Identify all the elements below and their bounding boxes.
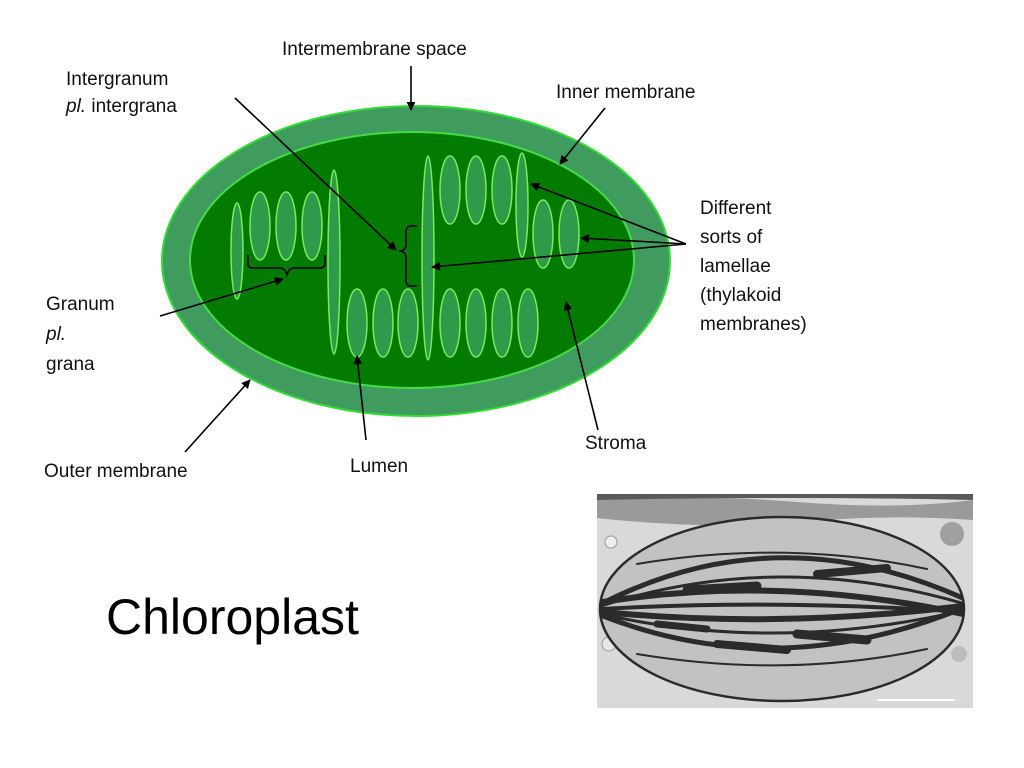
- pointer-arrows: [159, 66, 687, 453]
- arrow-lumen: [353, 355, 367, 441]
- label-lamellae-line: (thylakoid: [700, 285, 781, 306]
- arrow-lamellae-1: [530, 182, 687, 245]
- arrow-inner-membrane: [559, 107, 606, 165]
- thylakoid-disc: [517, 288, 539, 358]
- thylakoid-disc: [301, 191, 323, 261]
- thylakoid-disc: [532, 199, 554, 269]
- thylakoid-disc: [465, 155, 487, 225]
- arrow-intergranum: [234, 97, 397, 251]
- thylakoid-disc: [558, 199, 580, 269]
- thylakoid-disc: [275, 191, 297, 261]
- label-intergranum-plural: pl. intergrana: [65, 96, 177, 117]
- label-outer-membrane: Outer membrane: [44, 461, 188, 482]
- label-lamellae-line: Different: [700, 198, 772, 219]
- thylakoid-disc: [491, 155, 513, 225]
- label-intergranum-plural-word: intergrana: [86, 96, 177, 117]
- label-inner-membrane: Inner membrane: [556, 82, 695, 103]
- stroma-lamella: [421, 155, 435, 361]
- thylakoid-disc: [439, 288, 461, 358]
- thylakoid-disc: [230, 202, 244, 300]
- arrow-lamellae-2: [580, 233, 687, 245]
- slide-title: Chloroplast: [106, 589, 359, 645]
- thylakoid-disc: [372, 288, 394, 358]
- electron-micrograph-image: [597, 494, 973, 708]
- stroma-lamella: [327, 169, 341, 355]
- label-granum-plural: grana: [46, 354, 95, 375]
- granum-bracket: [247, 255, 326, 278]
- thylakoid-disc: [249, 191, 271, 261]
- thylakoid-disc: [346, 288, 368, 358]
- label-granum: Granum: [46, 294, 115, 315]
- arrow-lamellae-3: [431, 243, 687, 271]
- label-lamellae-line: lamellae: [700, 256, 771, 277]
- label-granum-pl: pl.: [45, 324, 66, 345]
- label-intergranum-pl: pl.: [65, 96, 86, 117]
- stroma-lamella: [515, 152, 529, 258]
- intergranum-bracket: [398, 225, 417, 287]
- arrow-outer-membrane: [184, 379, 251, 453]
- thylakoid-disc: [439, 155, 461, 225]
- label-lamellae-line: membranes): [700, 314, 807, 335]
- arrow-stroma: [563, 301, 599, 431]
- thylakoid-group: [230, 152, 580, 361]
- bracket-group: [247, 225, 417, 287]
- thylakoid-disc: [397, 288, 419, 358]
- label-lamellae-line: sorts of: [700, 227, 763, 248]
- thylakoid-disc: [465, 288, 487, 358]
- label-stroma: Stroma: [585, 433, 647, 454]
- label-lamellae: Different sorts of lamellae (thylakoid m…: [700, 198, 807, 335]
- arrow-granum: [159, 277, 284, 317]
- label-intergranum: Intergranum: [66, 69, 168, 90]
- thylakoid-disc: [491, 288, 513, 358]
- label-lumen: Lumen: [350, 456, 408, 477]
- label-intermembrane-space: Intermembrane space: [282, 39, 467, 60]
